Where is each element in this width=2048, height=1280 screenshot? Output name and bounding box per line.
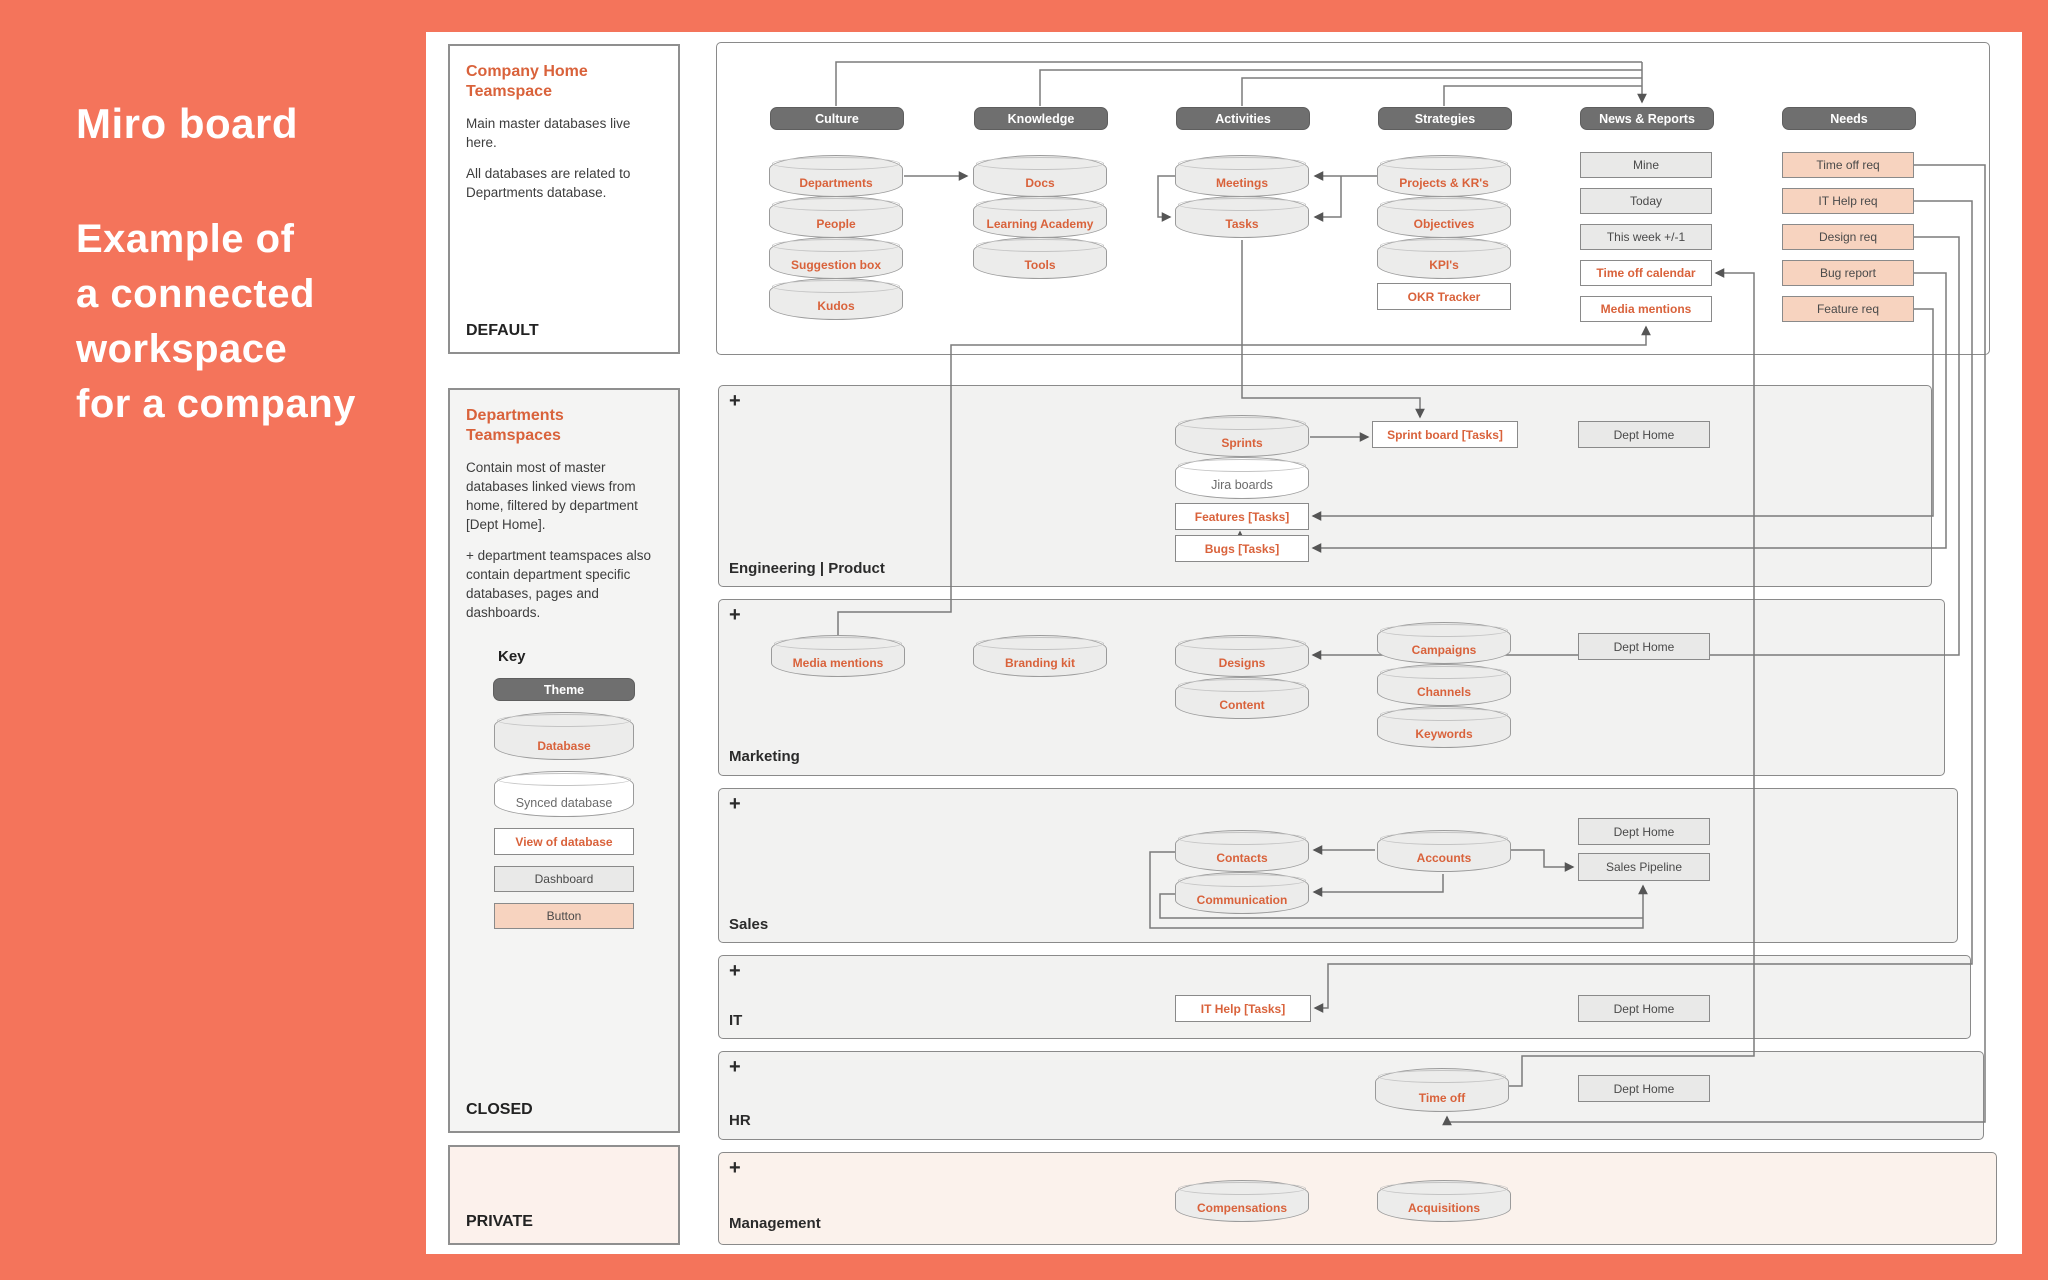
theme-pill-needs[interactable]: Needs [1782, 107, 1916, 130]
database-acquisitions[interactable]: Acquisitions [1377, 1180, 1511, 1222]
view-features-tasks[interactable]: Features [Tasks] [1175, 503, 1309, 530]
departments-teamspaces-panel[interactable]: Departments Teamspaces Contain most of m… [448, 388, 680, 1133]
poster-subtitle-line: Example of [76, 217, 295, 261]
view-time-off-calendar[interactable]: Time off calendar [1580, 260, 1712, 286]
view-it-help-tasks[interactable]: IT Help [Tasks] [1175, 995, 1311, 1022]
synced-database-jira-boards[interactable]: Jira boards [1175, 457, 1309, 499]
key-theme-sample: Theme [493, 678, 635, 701]
row-label-sales: Sales [729, 916, 769, 933]
key-button-sample: Button [494, 903, 634, 929]
row-engineering-product[interactable] [718, 385, 1932, 587]
database-communication[interactable]: Communication [1175, 872, 1309, 914]
expand-plus[interactable]: + [729, 1157, 741, 1179]
dashboard-this-week[interactable]: This week +/-1 [1580, 224, 1712, 250]
dashboard-sales-pipeline[interactable]: Sales Pipeline [1578, 853, 1710, 881]
view-okr-tracker[interactable]: OKR Tracker [1377, 283, 1511, 310]
database-campaigns[interactable]: Campaigns [1377, 622, 1511, 664]
key-title: Key [498, 648, 526, 665]
dashboard-today[interactable]: Today [1580, 188, 1712, 214]
dashboard-dept-home-engineering[interactable]: Dept Home [1578, 421, 1710, 448]
row-label-engineering: Engineering | Product [729, 560, 885, 577]
expand-plus[interactable]: + [729, 390, 741, 412]
row-management[interactable] [718, 1152, 1997, 1245]
dashboard-dept-home-sales[interactable]: Dept Home [1578, 818, 1710, 845]
row-label-management: Management [729, 1215, 821, 1232]
database-keywords[interactable]: Keywords [1377, 706, 1511, 748]
database-content[interactable]: Content [1175, 677, 1309, 719]
database-kpis[interactable]: KPI's [1377, 237, 1511, 279]
row-marketing[interactable] [718, 599, 1945, 776]
button-it-help-req[interactable]: IT Help req [1782, 188, 1914, 214]
company-home-teamspace-panel[interactable]: Company Home Teamspace Main master datab… [448, 44, 680, 354]
dashboard-dept-home-marketing[interactable]: Dept Home [1578, 633, 1710, 660]
button-bug-report[interactable]: Bug report [1782, 260, 1914, 286]
database-contacts[interactable]: Contacts [1175, 830, 1309, 872]
departments-panel-title: Departments Teamspaces [466, 407, 564, 444]
button-time-off-req[interactable]: Time off req [1782, 152, 1914, 178]
database-tasks[interactable]: Tasks [1175, 196, 1309, 238]
row-it[interactable] [718, 955, 1971, 1039]
database-media-mentions[interactable]: Media mentions [771, 635, 905, 677]
departments-panel-text: Contain most of master databases linked … [466, 460, 638, 532]
private-panel[interactable]: PRIVATE [448, 1145, 680, 1245]
button-design-req[interactable]: Design req [1782, 224, 1914, 250]
view-sprint-board-tasks[interactable]: Sprint board [Tasks] [1372, 421, 1518, 448]
expand-plus[interactable]: + [729, 1056, 741, 1078]
key-database-sample: Database [494, 712, 634, 760]
database-sprints[interactable]: Sprints [1175, 415, 1309, 457]
database-departments[interactable]: Departments [769, 155, 903, 197]
poster-subtitle-line: for a company [76, 382, 356, 426]
view-media-mentions[interactable]: Media mentions [1580, 296, 1712, 322]
company-home-panel-text: All databases are related to Departments… [466, 166, 631, 200]
database-branding-kit[interactable]: Branding kit [973, 635, 1107, 677]
theme-pill-knowledge[interactable]: Knowledge [974, 107, 1108, 130]
dashboard-dept-home-it[interactable]: Dept Home [1578, 995, 1710, 1022]
dashboard-mine[interactable]: Mine [1580, 152, 1712, 178]
dashboard-dept-home-hr[interactable]: Dept Home [1578, 1075, 1710, 1102]
database-projects-krs[interactable]: Projects & KR's [1377, 155, 1511, 197]
database-docs[interactable]: Docs [973, 155, 1107, 197]
button-feature-req[interactable]: Feature req [1782, 296, 1914, 322]
row-label-marketing: Marketing [729, 748, 800, 765]
database-accounts[interactable]: Accounts [1377, 830, 1511, 872]
database-compensations[interactable]: Compensations [1175, 1180, 1309, 1222]
database-meetings[interactable]: Meetings [1175, 155, 1309, 197]
key-dashboard-sample: Dashboard [494, 866, 634, 892]
row-label-it: IT [729, 1012, 743, 1029]
default-label: DEFAULT [466, 322, 539, 339]
key-view-sample: View of database [494, 828, 634, 855]
theme-pill-news-reports[interactable]: News & Reports [1580, 107, 1714, 130]
poster-subtitle: Example of a connected workspace for a c… [76, 212, 356, 432]
key-synced-database-sample: Synced database [494, 771, 634, 817]
theme-pill-activities[interactable]: Activities [1176, 107, 1310, 130]
company-home-panel-title: Company Home Teamspace [466, 63, 588, 100]
expand-plus[interactable]: + [729, 793, 741, 815]
view-bugs-tasks[interactable]: Bugs [Tasks] [1175, 535, 1309, 562]
row-label-hr: HR [729, 1112, 751, 1129]
theme-pill-strategies[interactable]: Strategies [1378, 107, 1512, 130]
departments-panel-text: + department teamspaces also contain dep… [466, 548, 651, 620]
database-objectives[interactable]: Objectives [1377, 196, 1511, 238]
database-designs[interactable]: Designs [1175, 635, 1309, 677]
row-sales[interactable] [718, 788, 1958, 943]
private-label: PRIVATE [466, 1213, 533, 1230]
database-tools[interactable]: Tools [973, 237, 1107, 279]
database-people[interactable]: People [769, 196, 903, 238]
closed-label: CLOSED [466, 1101, 533, 1118]
expand-plus[interactable]: + [729, 960, 741, 982]
database-channels[interactable]: Channels [1377, 664, 1511, 706]
database-suggestion-box[interactable]: Suggestion box [769, 237, 903, 279]
company-home-panel-text: Main master databases live here. [466, 116, 631, 150]
database-learning-academy[interactable]: Learning Academy [973, 196, 1107, 238]
row-hr[interactable] [718, 1051, 1984, 1140]
poster-subtitle-line: workspace [76, 327, 288, 371]
expand-plus[interactable]: + [729, 604, 741, 626]
database-kudos[interactable]: Kudos [769, 278, 903, 320]
database-time-off[interactable]: Time off [1375, 1068, 1509, 1112]
poster-subtitle-line: a connected [76, 272, 315, 316]
poster-title: Miro board [76, 100, 298, 147]
theme-pill-culture[interactable]: Culture [770, 107, 904, 130]
key-legend: Key Theme Database Synced database View … [450, 648, 678, 929]
